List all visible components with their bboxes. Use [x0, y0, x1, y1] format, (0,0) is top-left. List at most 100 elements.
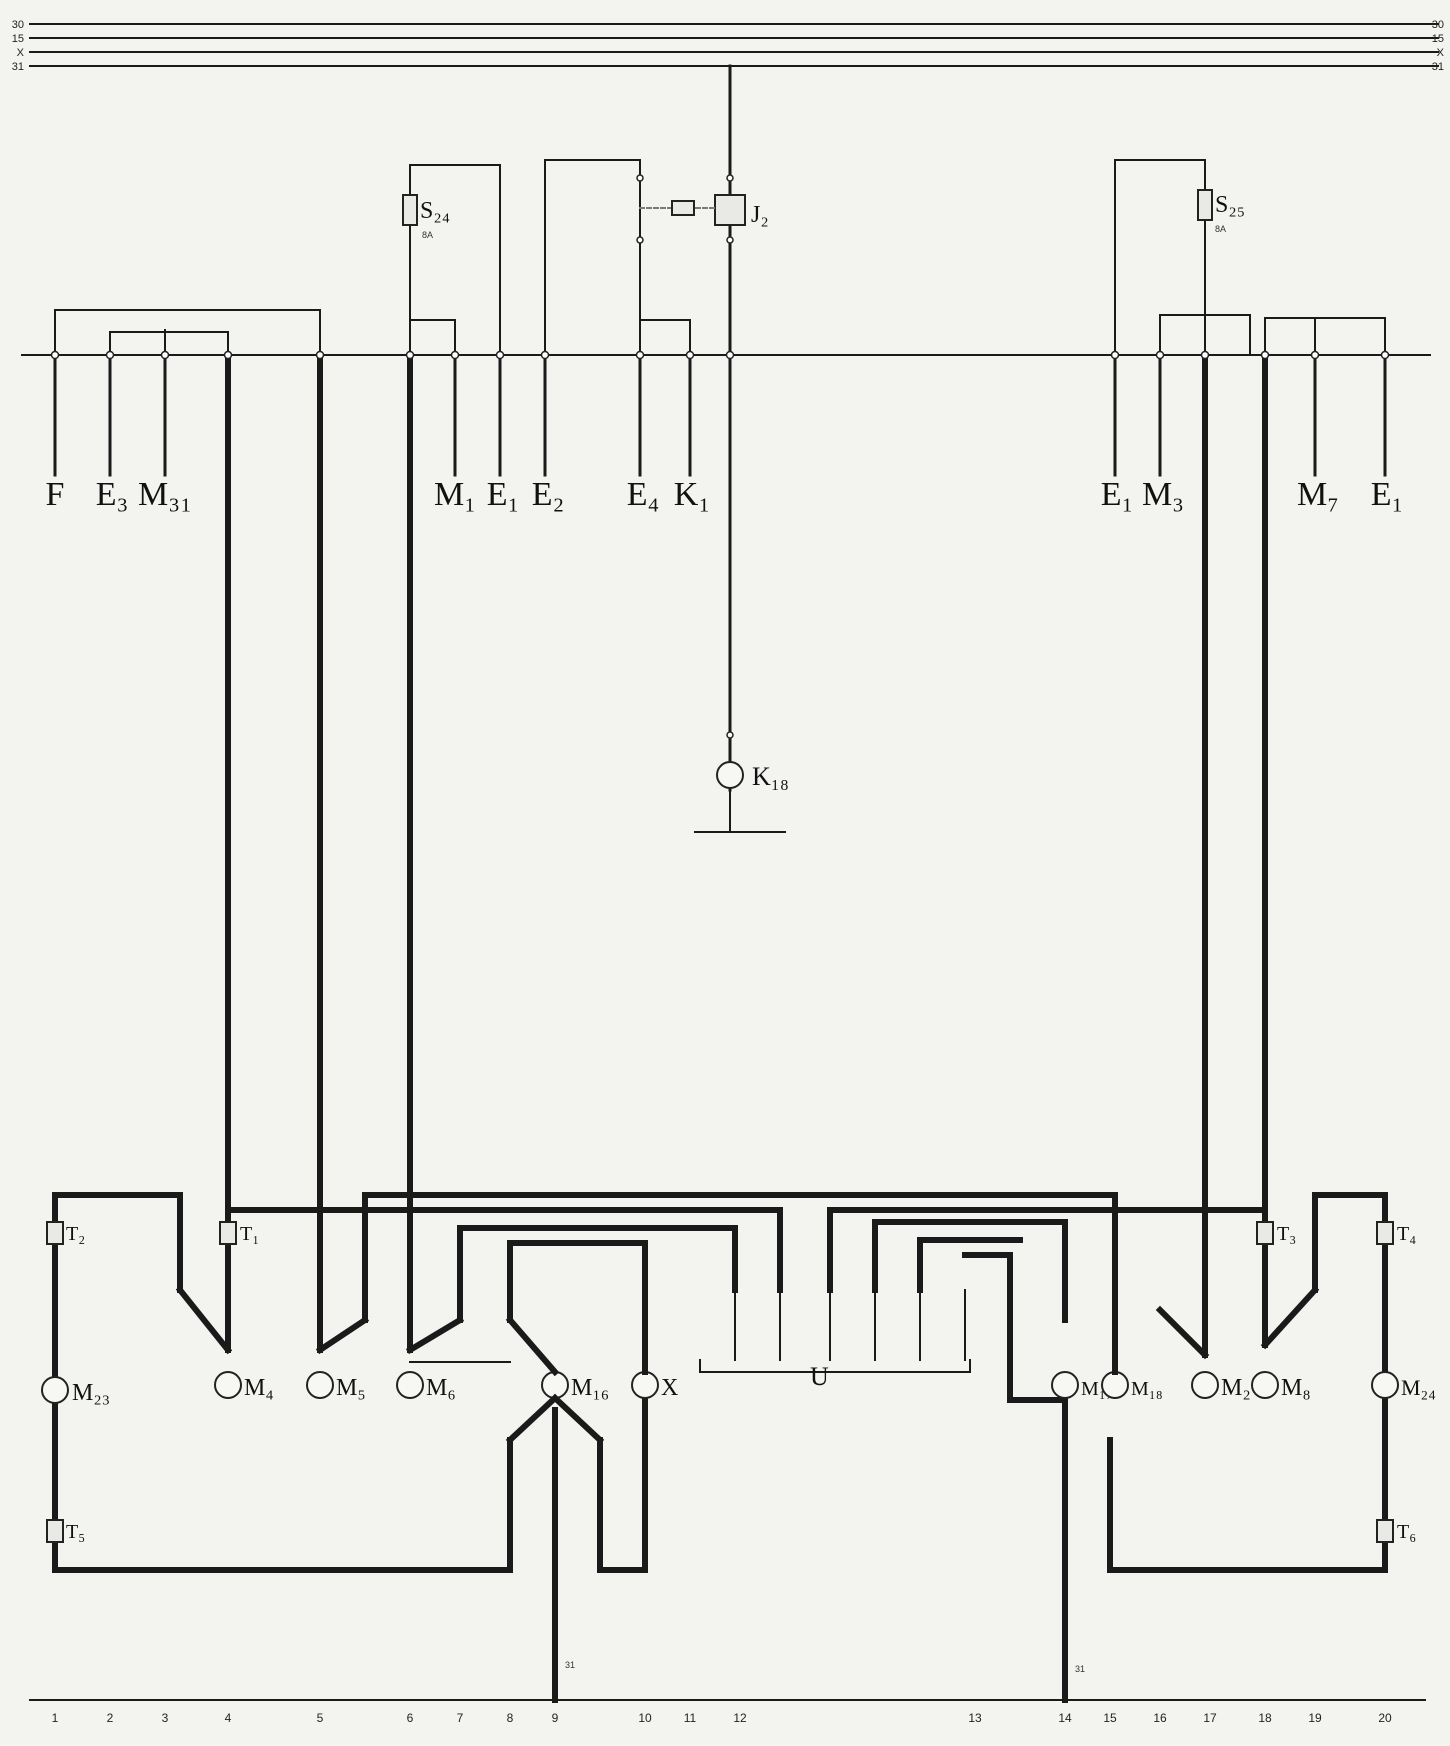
col-num-6: 6 [407, 1711, 414, 1725]
m16-out-left [505, 1393, 560, 1445]
terminal-t1-label: T₁ [240, 1223, 259, 1245]
strip-terminal-node [223, 350, 233, 360]
terminal-t3-label: T₃ [1277, 1223, 1296, 1245]
motor-m8-symbol [1251, 1371, 1279, 1399]
terminal-t6-label: T₆ [1397, 1521, 1416, 1543]
terminal-t1 [219, 1221, 237, 1245]
col-num-18: 18 [1258, 1711, 1272, 1725]
u-connector-bracket [699, 1359, 971, 1373]
col-num-20: 20 [1378, 1711, 1392, 1725]
col-num-17: 17 [1203, 1711, 1217, 1725]
ground-label-left: 31 [565, 1660, 575, 1670]
fuse-s24-label: S₂₄ [420, 198, 450, 224]
column-numbers: 1 2 3 4 5 6 7 8 9 10 11 12 13 14 15 16 1… [52, 1711, 1392, 1725]
label-e1-c: E₁ [1371, 476, 1404, 513]
strip-terminal-node [315, 350, 325, 360]
motor-m16-label: M₁₆ [571, 1375, 609, 1401]
strip-terminal-node [685, 350, 695, 360]
k18-node [726, 731, 734, 739]
terminal-t3 [1256, 1221, 1274, 1245]
load-x-label: X [661, 1375, 678, 1401]
strip-terminal-node [160, 350, 170, 360]
m8-diag [1260, 1285, 1320, 1350]
col-num-13: 13 [968, 1711, 982, 1725]
strip-terminal-node [540, 350, 550, 360]
motor-m5-label: M₅ [336, 1375, 366, 1401]
strip-terminal-node [1200, 350, 1210, 360]
terminal-blocks: T₂ T₁ T₃ T₄ T₅ T₆ [46, 1221, 1416, 1543]
fuse-s24-body [402, 194, 418, 226]
motor-m24-label: M₂₄ [1401, 1375, 1436, 1400]
label-m7: M₇ [1297, 476, 1339, 513]
motor-m8-label: M₈ [1281, 1375, 1311, 1401]
motor-m24-symbol [1371, 1371, 1399, 1399]
bus-end-x: X [1437, 47, 1445, 59]
node-e2-a [636, 174, 644, 182]
m16-out-right [550, 1393, 605, 1445]
label-e2: E₂ [532, 476, 565, 513]
motor-m23-symbol [41, 1376, 69, 1404]
col-num-4: 4 [225, 1711, 232, 1725]
m4-diag [175, 1285, 233, 1355]
motor-row: M₂₃ M₄ M₅ M₆ M₁₆ X U M₁₇ [41, 1285, 1436, 1445]
motor-m6-symbol [396, 1371, 424, 1399]
k18-label: K₁₈ [752, 762, 789, 791]
k18-symbol [716, 761, 744, 789]
col-num-8: 8 [507, 1711, 514, 1725]
bus-label-30: 30 [12, 19, 24, 31]
bus-end-31: 31 [1432, 61, 1444, 73]
strip-terminal-node [1380, 350, 1390, 360]
col-num-5: 5 [317, 1711, 324, 1725]
label-e1-b: E₁ [1101, 476, 1134, 513]
relay-j2-label: J₂ [751, 202, 769, 228]
strip-terminal-node [635, 350, 645, 360]
bus-end-15: 15 [1432, 33, 1444, 45]
terminal-t2-top [46, 1221, 64, 1245]
upper-cluster: S₂₄ 8A J₂ S₂₅ 8A [54, 64, 1386, 357]
lower-harness [52, 1192, 1388, 1703]
bus-label-31: 31 [12, 61, 24, 73]
label-m31: M₃₁ [138, 476, 192, 513]
strip-terminal-node [1110, 350, 1120, 360]
power-buses: 30 15 X 31 30 15 X 31 [12, 19, 1445, 73]
motor-m18-symbol [1101, 1371, 1129, 1399]
col-num-12: 12 [733, 1711, 747, 1725]
relay-j2-coil [671, 200, 695, 216]
node-j2-a [726, 174, 734, 182]
ground-label-right: 31 [1075, 1664, 1085, 1674]
motor-m4-label: M₄ [244, 1375, 274, 1401]
motor-m23-label: M₂₃ [72, 1380, 110, 1406]
m6-diag [405, 1315, 465, 1355]
col-num-19: 19 [1308, 1711, 1322, 1725]
m5-diag [315, 1315, 370, 1355]
strip-terminal-node [725, 350, 735, 360]
col-num-1: 1 [52, 1711, 59, 1725]
col-num-15: 15 [1103, 1711, 1117, 1725]
terminal-t5 [46, 1519, 64, 1543]
node-j2-b [726, 236, 734, 244]
node-e2-b [636, 236, 644, 244]
strip-terminal-node [450, 350, 460, 360]
motor-m18-label: M₁₈ [1131, 1378, 1163, 1400]
k18-component: K₁₈ [694, 731, 789, 833]
label-k1: K₁ [674, 476, 710, 513]
label-e3: E₃ [96, 476, 129, 513]
strip-terminal-node [1260, 350, 1270, 360]
connector-u-label: U [810, 1362, 829, 1391]
motor-m4-symbol [214, 1371, 242, 1399]
col-num-2: 2 [107, 1711, 114, 1725]
fuse-s25-label: S₂₅ [1215, 192, 1245, 218]
label-m1: M₁ [434, 476, 476, 513]
m2-diag [1155, 1305, 1210, 1360]
col-num-10: 10 [638, 1711, 652, 1725]
strip-terminal-node [405, 350, 415, 360]
label-m3: M₃ [1142, 476, 1184, 513]
m16-diag [505, 1315, 560, 1377]
col-num-11: 11 [684, 1711, 697, 1725]
motor-m6-label: M₆ [426, 1375, 456, 1401]
fuse-s25-rating: 8A [1215, 224, 1226, 234]
motor-m5-symbol [306, 1371, 334, 1399]
terminal-t4 [1376, 1221, 1394, 1245]
strip-terminal-node [1310, 350, 1320, 360]
